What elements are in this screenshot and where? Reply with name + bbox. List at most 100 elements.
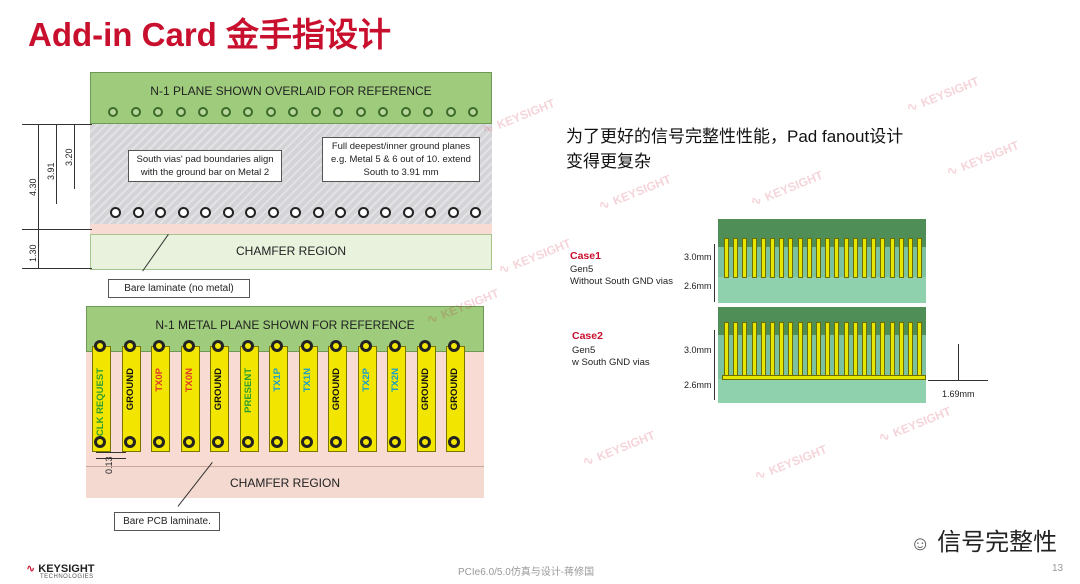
dim-013-line-a — [96, 452, 126, 453]
case1-finger — [806, 238, 812, 278]
finger-bottom-via — [359, 436, 372, 448]
brand-text: 信号完整性 — [937, 529, 1058, 556]
case2-finger — [880, 322, 886, 378]
keysight-watermark: ∿ KEYSIGHT — [944, 136, 1022, 181]
wechat-icon: ☺ — [910, 533, 931, 555]
case2-finger — [862, 322, 867, 378]
black-via — [380, 207, 391, 218]
watermark-text: KEYSIGHT — [594, 428, 657, 465]
dim-130: 1.30 — [28, 244, 38, 262]
black-via — [177, 207, 189, 218]
green-via — [130, 107, 141, 117]
keysight-watermark: ∿ KEYSIGHT — [904, 72, 982, 117]
page-title: Add-in Card 金手指设计 — [28, 16, 391, 53]
green-via — [175, 107, 186, 117]
case1-finger — [862, 238, 867, 278]
finger-label: GROUND — [419, 368, 431, 411]
finger-label: GROUND — [449, 368, 460, 411]
finger-top-via — [123, 340, 136, 352]
bare-laminate-label: Bare laminate (no metal) — [108, 279, 250, 298]
finger-top-via — [389, 340, 401, 352]
dim-ref-bottom — [22, 268, 92, 269]
finger-top-via — [153, 340, 165, 352]
n1-metal-plane-label: N-1 METAL PLANE SHOWN FOR REFERENCE — [155, 318, 415, 332]
case1-dim-b: 2.6mm — [684, 281, 712, 291]
dim-line-130 — [38, 229, 39, 269]
case1-title: Case1 — [570, 250, 601, 262]
case2-chamfer — [718, 379, 926, 403]
n1-plane-label: N-1 PLANE SHOWN OVERLAID FOR REFERENCE — [150, 84, 432, 98]
green-via — [108, 107, 118, 117]
finger-label: CLK REQUEST — [95, 368, 106, 437]
keysight-watermark: ∿ KEYSIGHT — [496, 234, 574, 279]
case1-finger — [733, 238, 739, 278]
case2-finger — [871, 322, 877, 378]
case2-finger — [825, 322, 831, 378]
case2-dim-a: 3.0mm — [684, 345, 712, 355]
watermark-text: KEYSIGHT — [890, 404, 953, 441]
case2-finger — [797, 322, 803, 378]
finger-label: TX0P — [154, 368, 165, 392]
green-via — [378, 107, 388, 117]
finger-bottom-via — [448, 436, 460, 448]
footer-logo-text: KEYSIGHT — [38, 563, 95, 575]
finger-bottom-via — [182, 436, 195, 448]
green-via — [468, 107, 478, 117]
finger-top-via — [418, 340, 431, 352]
watermark-text: KEYSIGHT — [766, 442, 829, 479]
finger-label: TX0N — [183, 368, 195, 393]
callout-south-vias: South vias' pad boundaries align with th… — [128, 150, 282, 182]
finger-top-via — [330, 340, 342, 352]
case2-finger — [843, 322, 849, 378]
chamfer-label-bottom: CHAMFER REGION — [229, 476, 340, 490]
black-via — [222, 207, 234, 218]
case1-dim-line — [714, 244, 715, 302]
case2-desc: w South GND vias — [572, 357, 650, 368]
finger-label: TX1N — [301, 368, 313, 393]
case2-finger — [816, 322, 821, 378]
case1-finger — [908, 238, 913, 278]
green-via — [310, 107, 321, 117]
green-via — [243, 107, 253, 117]
case1-finger-area — [718, 247, 926, 277]
case1-finger — [760, 238, 766, 278]
case2-finger — [733, 322, 739, 378]
finger-top-via — [182, 340, 195, 352]
watermark-text: KEYSIGHT — [918, 74, 981, 111]
finger-top-via — [94, 340, 106, 352]
finger-label: PRESENT — [242, 368, 254, 413]
finger-top-via — [300, 340, 313, 352]
keysight-watermark: ∿ KEYSIGHT — [580, 426, 658, 471]
black-via — [402, 207, 414, 218]
page-number: 13 — [1052, 563, 1064, 574]
callout-inner-planes: Full deepest/inner ground planes e.g. Me… — [322, 137, 480, 182]
keysight-watermark: ∿ KEYSIGHT — [752, 440, 830, 485]
dim-ref-mid — [22, 229, 92, 230]
green-via — [355, 107, 366, 117]
watermark-text: KEYSIGHT — [610, 172, 673, 209]
case1-finger — [889, 238, 895, 278]
case2-top-plane — [718, 307, 926, 335]
keysight-watermark: ∿ KEYSIGHT — [596, 170, 674, 215]
dim-013: 0.13 — [104, 456, 114, 474]
case1-chamfer — [718, 277, 926, 303]
case2-ground-bar — [722, 375, 926, 380]
dim-line-391 — [56, 124, 57, 204]
dim-320: 3.20 — [64, 148, 74, 166]
case2-finger — [889, 322, 895, 378]
case2-finger — [834, 322, 840, 378]
case1-finger — [751, 238, 757, 278]
black-via — [110, 207, 121, 218]
case2-dim-c: 1.69mm — [942, 389, 975, 399]
green-via — [288, 107, 298, 117]
footer-keysight-logo: ∿ KEYSIGHT — [26, 562, 95, 575]
case2-finger — [788, 322, 794, 378]
green-via — [153, 107, 163, 117]
case1-finger — [852, 238, 858, 278]
wechat-brand: ☺ 信号完整性 — [910, 522, 1057, 557]
dim-391: 3.91 — [46, 162, 56, 180]
bare-laminate-strip — [90, 224, 492, 234]
bare-pcb-label: Bare PCB laminate. — [114, 512, 220, 531]
case1-finger — [816, 238, 821, 278]
case1-finger — [834, 238, 840, 278]
